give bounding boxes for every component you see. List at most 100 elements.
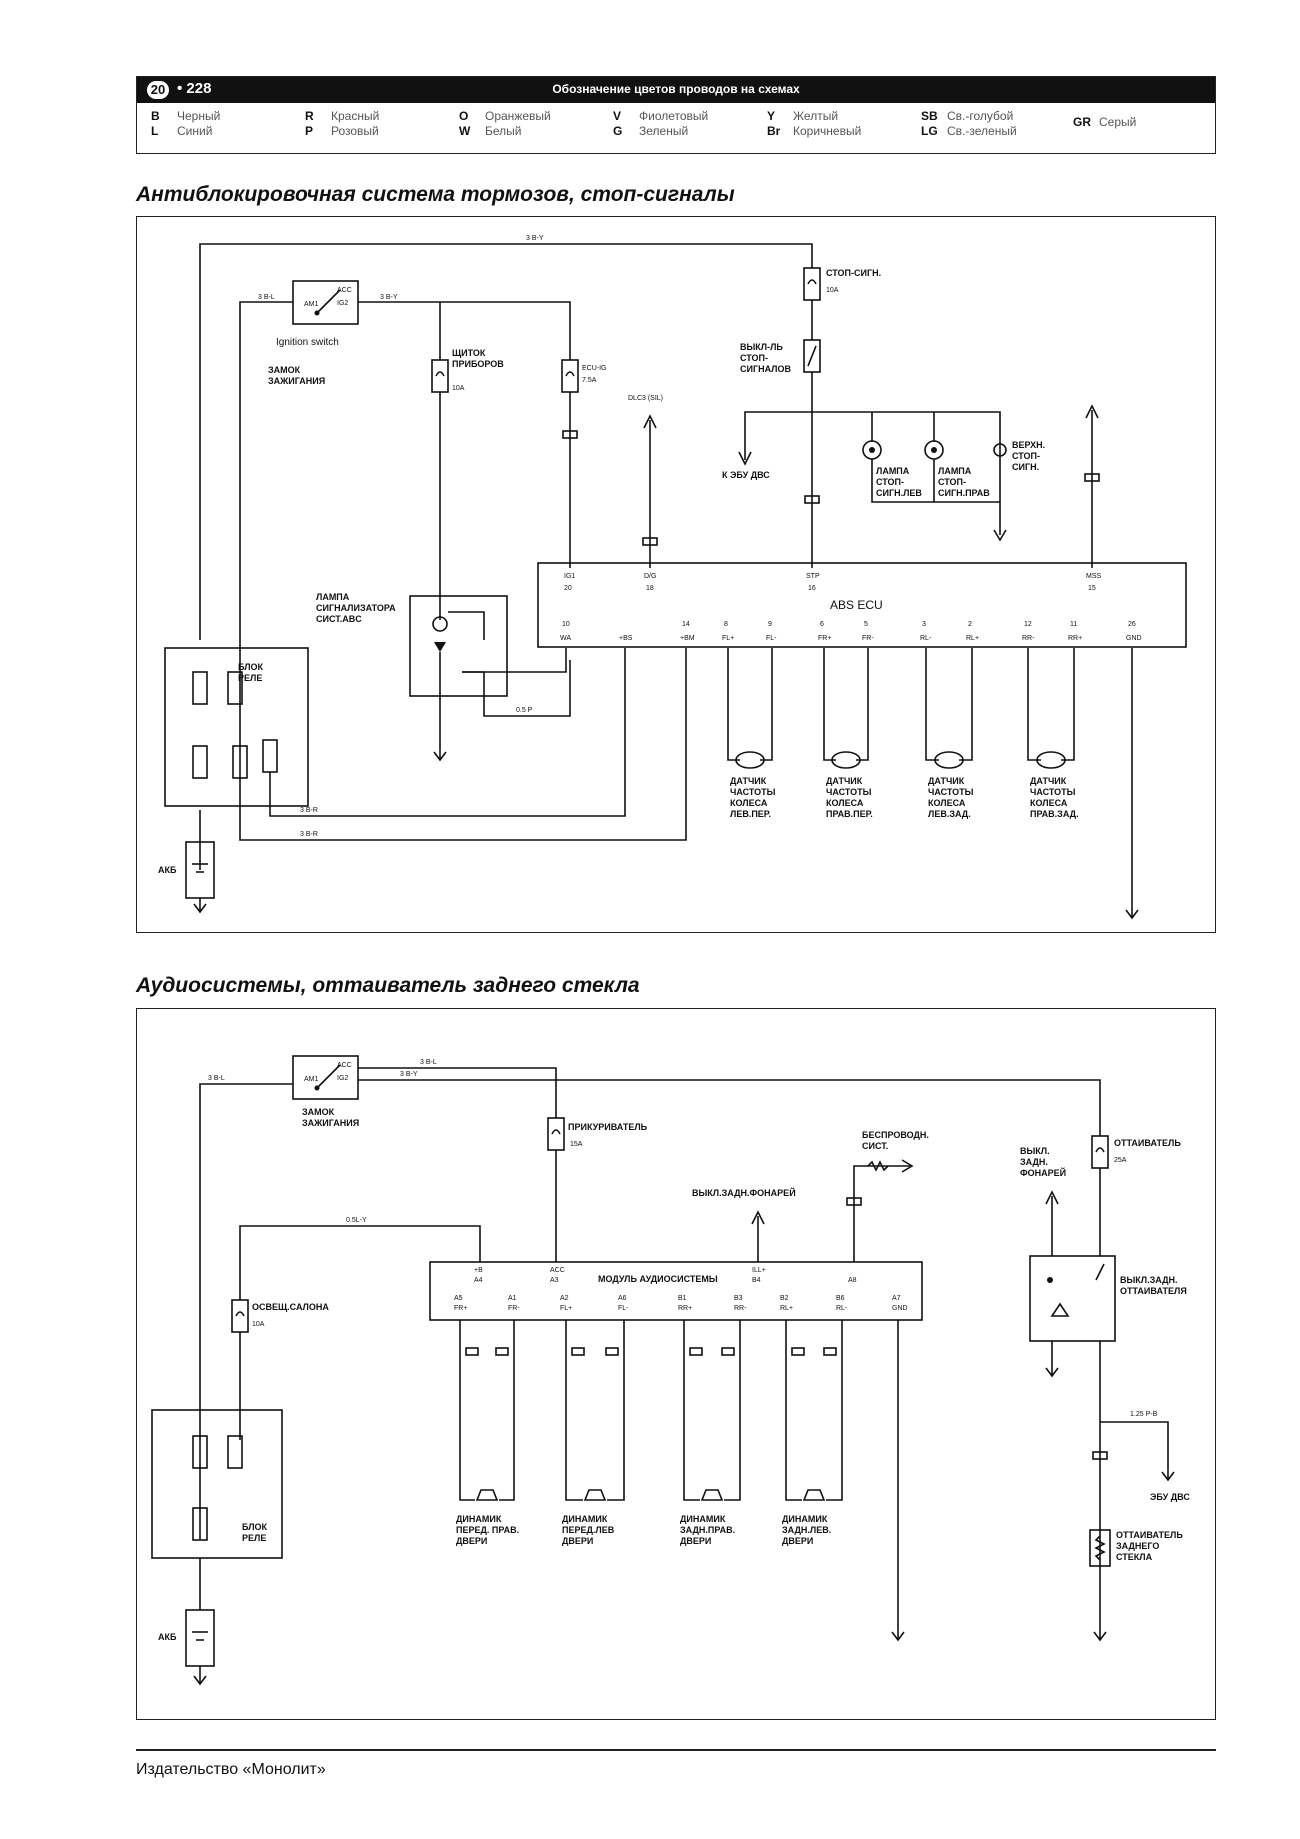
ignition-switch [292,1055,359,1100]
connector-icon [804,495,820,504]
pin-label: 18 [646,585,654,592]
connector-icon [465,1347,479,1356]
pin-label: B4 [752,1277,761,1284]
pin-label: ACC [550,1267,565,1274]
audio-diagram: 3 B-L AM1 ACC IG2 ЗАМОК ЗАЖИГАНИЯ 3 B-L … [151,1055,1190,1686]
ground-icon [1045,1367,1059,1378]
wire-label: 3 B-R [300,807,318,814]
pin-label: IG2 [337,1075,348,1082]
arrow-right-icon [901,1159,914,1173]
wire-label: 1.25 P-B [1130,1411,1158,1418]
tail-switch-label: ВЫКЛ.ЗАДН.ФОНАРЕЙ [692,1187,796,1198]
pin-label: 14 [682,621,690,628]
tail-lamp-switch-label: ВЫКЛ. [1020,1146,1050,1156]
pin-label: 15 [1088,585,1096,592]
pin-label: A4 [474,1277,483,1284]
fuse-label: ПРИКУРИВАТЕЛЬ [568,1122,648,1132]
fuse-label: ОТТАИВАТЕЛЬ [1114,1138,1181,1148]
pin-label: B1 [678,1295,687,1302]
connector-icon [689,1347,703,1356]
sensor-label: ЧАСТОТЫ [730,787,776,797]
wire-label: 3 B-L [420,1059,437,1066]
instrument-fuse-icon [431,359,449,393]
pin-label: 5 [864,621,868,628]
ignition-lock-label: ЗАМОК [268,365,301,375]
fuse-icon [192,1435,208,1469]
pin-label: 26 [1128,621,1136,628]
header-bar: 20 • 228 Обозначение цветов проводов на … [137,77,1215,103]
pin-label: FR- [862,635,874,642]
lamp-label: ЛАМПА [876,466,910,476]
connector-icon [495,1347,509,1356]
fuse-icon [262,739,278,773]
pin-label: A6 [618,1295,627,1302]
pin-label: RL- [836,1305,848,1312]
indicator-icon [1050,1302,1070,1317]
publisher: Издательство «Монолит» [136,1761,326,1778]
lamp-label: СТОП- [876,477,904,487]
pin-label: GND [892,1305,908,1312]
connector-icon [605,1347,619,1356]
pin-label: FR+ [454,1305,467,1312]
speaker-label: ЗАДН.ПРАВ. [680,1525,735,1535]
connector-icon [823,1347,837,1356]
speaker-label: ПЕРЕД. ПРАВ. [456,1525,519,1535]
audio-module-name: МОДУЛЬ АУДИОСИСТЕМЫ [598,1274,718,1284]
pin-label: B3 [734,1295,743,1302]
pin-label: FR- [508,1305,520,1312]
pin-label: IG2 [337,300,348,307]
arrow-up-icon [1045,1190,1059,1205]
speaker-label: ДИНАМИК [456,1514,502,1524]
relay-block-label: РЕЛЕ [238,673,262,683]
connector-icon [642,537,658,546]
audio-module [429,1261,923,1321]
wire-label: 0.5L-Y [346,1217,367,1224]
ground-icon [1093,1631,1107,1642]
warning-lamp-label: ЛАМПА [316,592,350,602]
arrow-down-icon [1161,1471,1175,1482]
lamp-label: СИГН.ПРАВ [938,488,990,498]
ecu-name: ABS ECU [830,598,883,612]
pin-label: AM1 [304,1076,319,1083]
warning-lamp-label: СИГНАЛИЗАТОРА [316,603,396,613]
ground-icon [193,1675,207,1686]
fuse-icon [192,671,208,705]
lamp-label: СТОП- [938,477,966,487]
module-bottom-pins: A5FR+A1FR-A2FL+A6FL-B1RR+B3RR-B2RL+B6RL-… [454,1295,908,1312]
tail-lamp-switch-label: ЗАДН. [1020,1157,1048,1167]
pin-label: 10 [562,621,570,628]
fuse-rating: 25A [1114,1157,1127,1164]
fuse-label: ЩИТОК [452,348,486,358]
defog-switch-label: ВЫКЛ.ЗАДН. [1120,1275,1178,1285]
lamp-label: ЛАМПА [938,466,972,476]
defog-switch-box [1029,1255,1116,1342]
battery-label: АКБ [158,1632,177,1642]
lamp-label: СТОП- [1012,451,1040,461]
pin-label: 16 [808,585,816,592]
ignition-switch-label: Ignition switch [276,337,339,348]
pin-label: 20 [564,585,572,592]
sensor-label: ДАТЧИК [928,776,965,786]
abs-section-title: Антиблокировочная система тормозов, стоп… [136,183,735,206]
lamp-label: СИГН.ЛЕВ [876,488,922,498]
wireless-label: БЕСПРОВОДН. [862,1130,929,1140]
relay-block [151,1409,283,1559]
connector-icon [721,1347,735,1356]
sensor-label: КОЛЕСА [928,798,966,808]
speaker-label: ДИНАМИК [782,1514,828,1524]
fuse-rating: 10A [826,287,839,294]
defogger-label: СТЕКЛА [1116,1552,1153,1562]
speaker-label: ПЕРЕД.ЛЕВ [562,1525,615,1535]
sensor-label: ЧАСТОТЫ [928,787,974,797]
sensor-label: ПРАВ.ПЕР. [826,809,873,819]
wheel-sensor-icon [1036,751,1066,769]
switch-label: СТОП- [740,353,768,363]
audio-diagram-frame [136,1008,1216,1720]
color-legend-header: 20 • 228 Обозначение цветов проводов на … [136,76,1216,154]
